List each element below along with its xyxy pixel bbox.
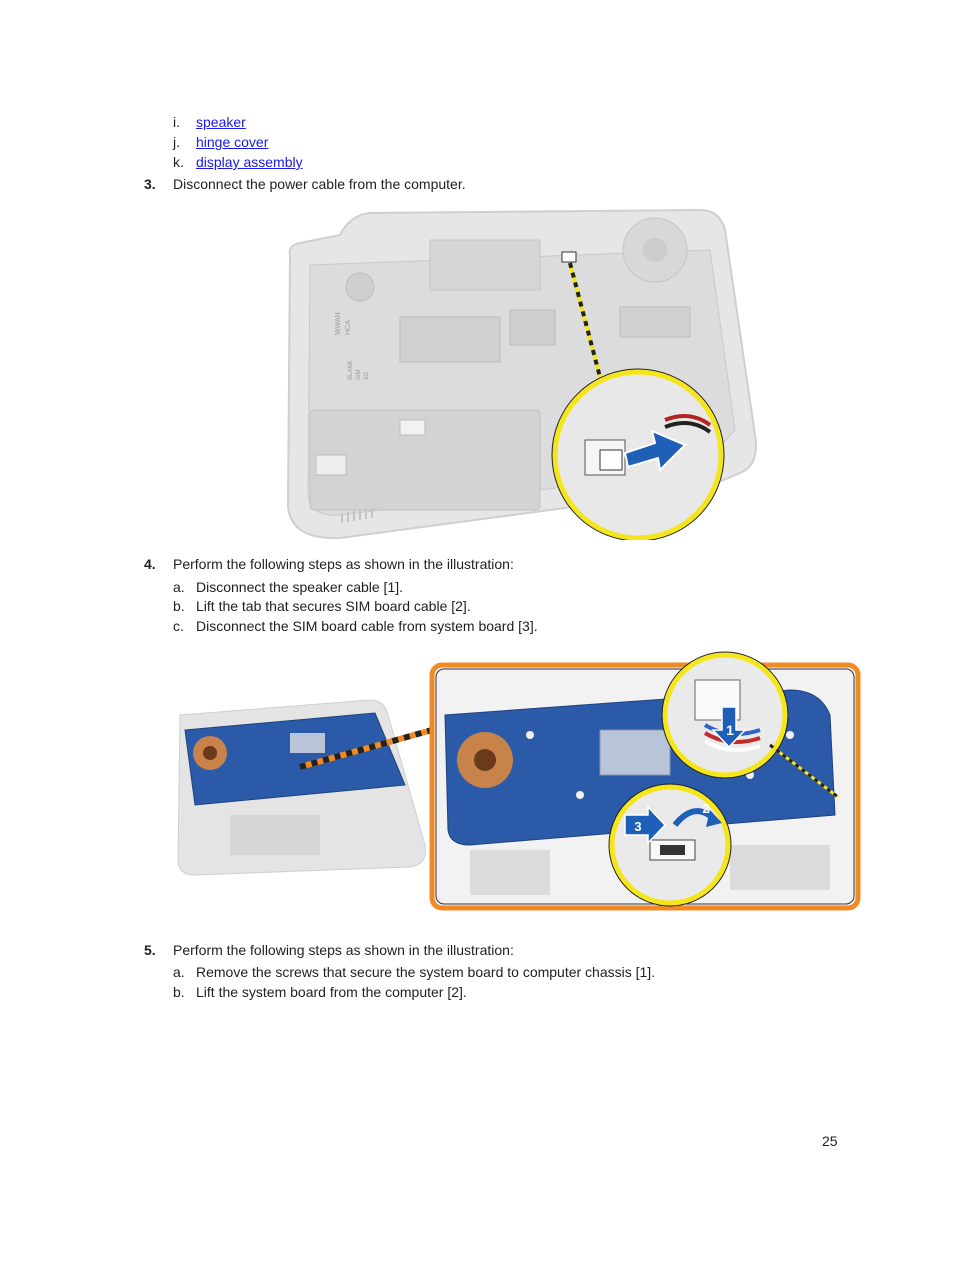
label-3g: 3G bbox=[364, 372, 370, 380]
step-5-number: 5. bbox=[144, 942, 156, 958]
link-speaker[interactable]: speaker bbox=[196, 114, 246, 130]
step-4c-text: Disconnect the SIM board cable from syst… bbox=[196, 618, 538, 634]
label-blank: BLANK bbox=[348, 360, 354, 380]
list-letter: k. bbox=[173, 154, 184, 170]
page-number: 25 bbox=[822, 1133, 838, 1149]
list-letter: i. bbox=[173, 114, 180, 130]
figure-sim-board-cable: 1 3 2 bbox=[177, 651, 861, 911]
figure-power-cable: WWAN HCA BLANK SIM 3G bbox=[286, 208, 757, 540]
step-5a-letter: a. bbox=[173, 964, 185, 980]
step-5-text: Perform the following steps as shown in … bbox=[173, 942, 514, 958]
step-4b-letter: b. bbox=[173, 598, 185, 614]
step-3-text: Disconnect the power cable from the comp… bbox=[173, 176, 466, 192]
step-4c-letter: c. bbox=[173, 618, 184, 634]
step-5b-text: Lift the system board from the computer … bbox=[196, 984, 467, 1000]
callout-number-3: 3 bbox=[634, 819, 641, 834]
callout-number-1: 1 bbox=[726, 722, 734, 738]
step-5a-text: Remove the screws that secure the system… bbox=[196, 964, 656, 980]
list-letter: j. bbox=[173, 134, 180, 150]
step-3-number: 3. bbox=[144, 176, 156, 192]
step-4a-letter: a. bbox=[173, 579, 185, 595]
link-hinge-cover[interactable]: hinge cover bbox=[196, 134, 269, 150]
step-4-text: Perform the following steps as shown in … bbox=[173, 556, 514, 572]
step-4-number: 4. bbox=[144, 556, 156, 572]
step-4a-text: Disconnect the speaker cable [1]. bbox=[196, 579, 404, 595]
label-wwan: WWAN bbox=[335, 312, 342, 335]
step-4b-text: Lift the tab that secures SIM board cabl… bbox=[196, 598, 471, 614]
direction-arrow-icon bbox=[623, 429, 687, 473]
callout-number-2: 2 bbox=[702, 801, 709, 816]
label-sim: SIM bbox=[356, 369, 362, 380]
step-5b-letter: b. bbox=[173, 984, 185, 1000]
link-display-assembly[interactable]: display assembly bbox=[196, 154, 303, 170]
label-hca: HCA bbox=[345, 320, 352, 335]
